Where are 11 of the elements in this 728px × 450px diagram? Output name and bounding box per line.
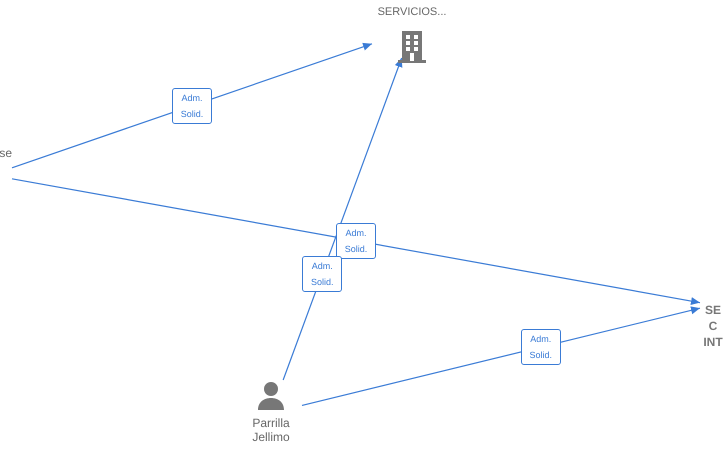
edge-label: Adm. Solid. [336,222,376,259]
edge-label: Adm. Solid. [172,88,212,124]
node-label: se [0,145,12,162]
node-label: Parrilla Jellimo [251,416,291,444]
arrow [12,42,372,168]
arrow [12,178,700,305]
edge-label: Adm. Solid. [302,256,342,292]
node-label: SE C INT [702,302,724,350]
arrow [302,306,700,406]
node-label: SERVICIOS... [378,5,446,20]
edge-label: Adm. Solid. [520,329,561,366]
